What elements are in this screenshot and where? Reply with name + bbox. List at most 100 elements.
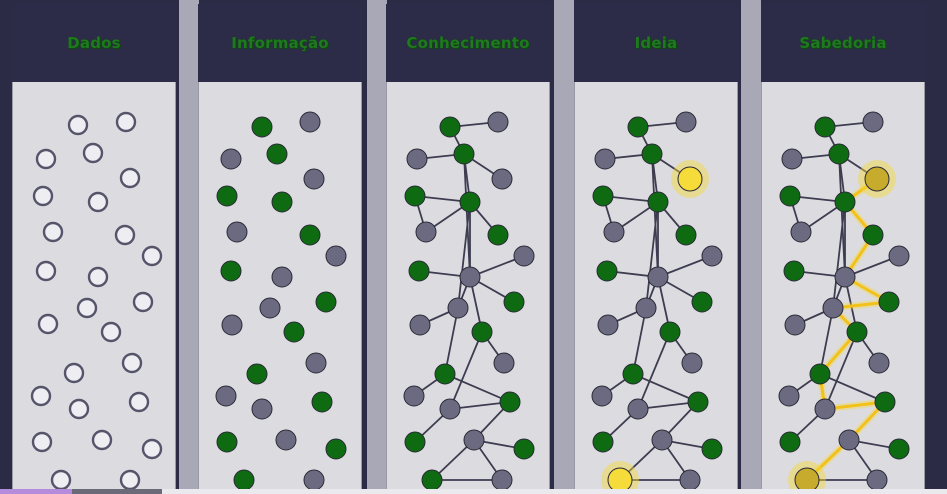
panel-title: Conhecimento xyxy=(406,34,530,52)
data-point xyxy=(114,224,136,246)
network-node xyxy=(499,391,521,413)
network-node xyxy=(403,385,425,407)
data-point xyxy=(115,111,137,133)
network-node xyxy=(597,314,619,336)
data-point xyxy=(76,297,98,319)
panel-dados: Dados xyxy=(12,4,176,490)
network-node xyxy=(409,314,431,336)
network-edge xyxy=(463,153,471,278)
network-node xyxy=(635,297,657,319)
highlighted-node xyxy=(607,467,633,490)
network-node xyxy=(781,148,803,170)
panel-header: Conhecimento xyxy=(386,4,550,82)
information-node xyxy=(303,469,325,490)
network-node xyxy=(408,260,430,282)
network-node xyxy=(834,266,856,288)
information-node xyxy=(216,431,238,453)
network-edge xyxy=(832,201,846,309)
network-node xyxy=(790,221,812,243)
information-node xyxy=(271,191,293,213)
highlighted-node xyxy=(677,166,703,192)
network-node xyxy=(421,469,443,490)
divider xyxy=(741,0,761,494)
network-node xyxy=(591,385,613,407)
network-node xyxy=(888,438,910,460)
data-points-diagram xyxy=(30,111,163,490)
network-node xyxy=(659,321,681,343)
knowledge-network xyxy=(403,111,535,490)
information-node xyxy=(220,260,242,282)
network-edge xyxy=(637,331,671,410)
network-node xyxy=(459,191,481,213)
data-point xyxy=(141,438,163,460)
network-edge xyxy=(651,153,659,278)
network-node xyxy=(862,224,884,246)
network-node xyxy=(679,469,701,490)
network-node xyxy=(809,363,831,385)
network-node xyxy=(487,224,509,246)
network-edge xyxy=(824,331,858,410)
network-node xyxy=(513,245,535,267)
information-node xyxy=(233,469,255,490)
divider xyxy=(179,0,199,494)
network-edge xyxy=(444,373,511,403)
information-node xyxy=(283,321,305,343)
data-point xyxy=(128,391,150,413)
information-node xyxy=(220,148,242,170)
network-node xyxy=(862,111,884,133)
network-node xyxy=(513,438,535,460)
network-node xyxy=(651,429,673,451)
network-node xyxy=(834,191,856,213)
information-node xyxy=(325,245,347,267)
network-node xyxy=(439,116,461,138)
panel-conhecimento: Conhecimento xyxy=(386,4,550,490)
data-point xyxy=(87,191,109,213)
information-node xyxy=(251,116,273,138)
information-node xyxy=(266,143,288,165)
information-node xyxy=(305,352,327,374)
network-node xyxy=(404,431,426,453)
data-point xyxy=(42,221,64,243)
data-point xyxy=(141,245,163,267)
network-node xyxy=(828,143,850,165)
network-node xyxy=(701,438,723,460)
data-point xyxy=(30,385,52,407)
network-node xyxy=(487,111,509,133)
network-node xyxy=(814,398,836,420)
information-node xyxy=(275,429,297,451)
network-node xyxy=(647,191,669,213)
bottom-bar-accent xyxy=(0,489,72,494)
information-node xyxy=(226,221,248,243)
network-node xyxy=(434,363,456,385)
network-edge xyxy=(444,307,459,375)
data-point xyxy=(119,167,141,189)
panel-title: Dados xyxy=(67,34,121,52)
information-node xyxy=(325,438,347,460)
network-node xyxy=(675,111,697,133)
data-point xyxy=(67,114,89,136)
information-node xyxy=(251,398,273,420)
network-node xyxy=(779,431,801,453)
network-node xyxy=(459,266,481,288)
network-node xyxy=(868,352,890,374)
network-node xyxy=(627,398,649,420)
data-point xyxy=(37,313,59,335)
network-node xyxy=(406,148,428,170)
network-edge xyxy=(819,373,886,403)
data-point xyxy=(35,260,57,282)
data-point xyxy=(82,142,104,164)
network-edge xyxy=(838,153,846,278)
highlighted-node xyxy=(864,166,890,192)
data-point xyxy=(63,362,85,384)
data-point xyxy=(68,398,90,420)
information-node xyxy=(221,314,243,336)
highlighted-node xyxy=(794,467,820,490)
network-edge xyxy=(632,373,699,403)
information-node xyxy=(315,291,337,313)
idea-network xyxy=(591,111,723,490)
network-node xyxy=(878,291,900,313)
panel-title: Ideia xyxy=(634,34,678,52)
network-edge xyxy=(632,307,647,375)
network-node xyxy=(627,116,649,138)
network-node xyxy=(415,221,437,243)
